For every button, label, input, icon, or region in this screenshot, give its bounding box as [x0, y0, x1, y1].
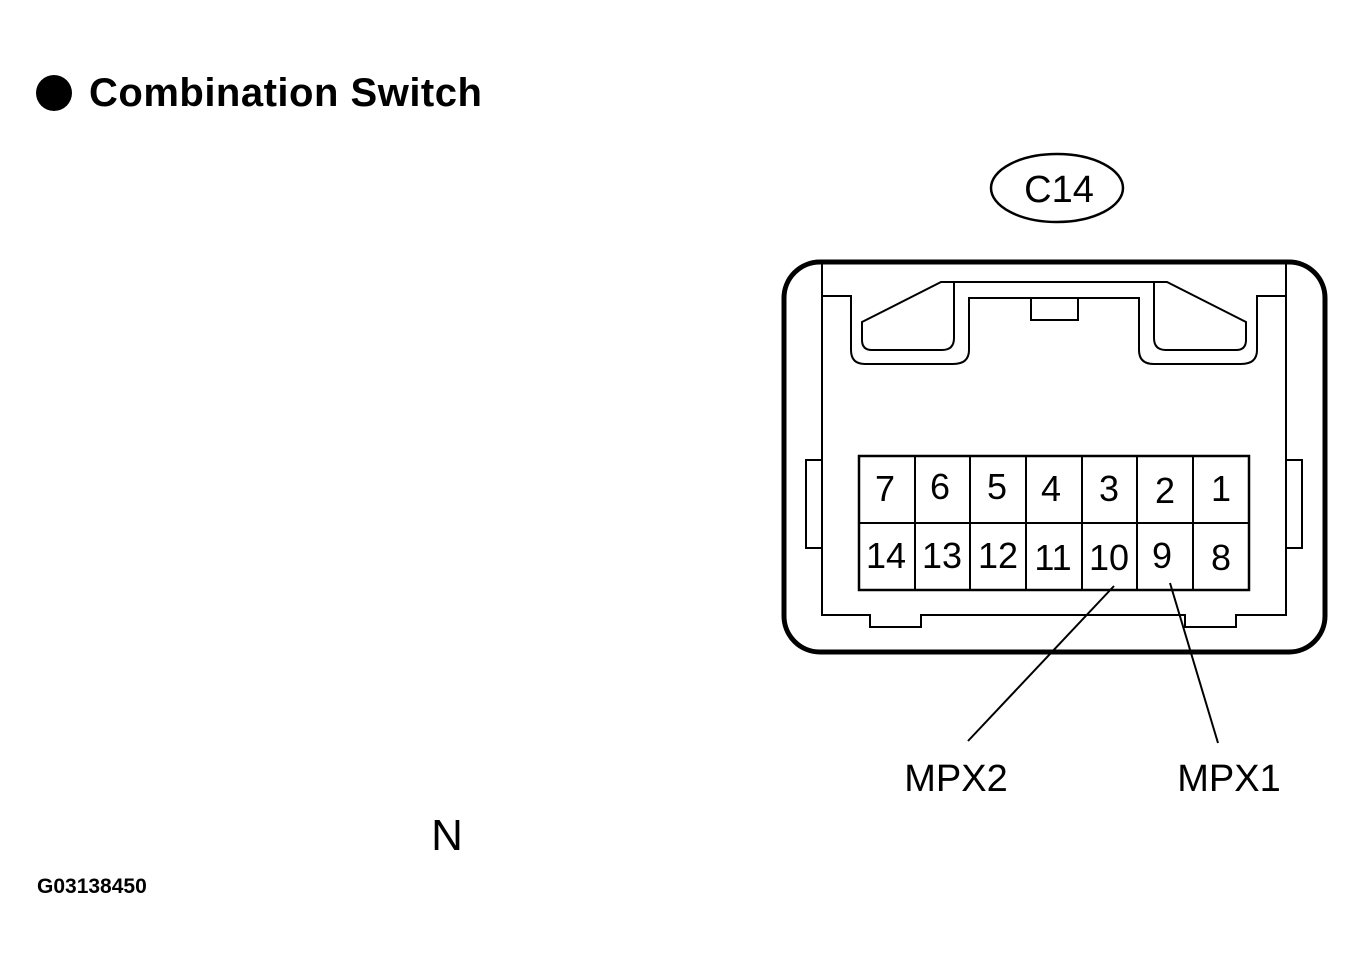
bullet-icon [36, 75, 72, 111]
pin-number: 7 [875, 468, 895, 509]
pin-number: 3 [1099, 468, 1119, 509]
pin-number: 2 [1155, 470, 1175, 511]
pin-number: 13 [922, 535, 962, 576]
pin-number: 1 [1211, 468, 1231, 509]
lock-ramp-left [861, 281, 955, 351]
pin-number: 8 [1211, 537, 1231, 578]
leader-line-mpx1 [1169, 582, 1219, 744]
leader-line-mpx2 [967, 585, 1115, 742]
connector-housing-inner [821, 262, 1287, 628]
title-row: Combination Switch [36, 68, 482, 118]
pin-number: 6 [930, 466, 950, 507]
pin-number: 11 [1034, 537, 1071, 578]
lock-tab [1030, 297, 1079, 321]
signal-label-mpx2: MPX2 [904, 758, 1007, 800]
page-title: Combination Switch [89, 71, 483, 115]
signal-label-mpx1: MPX1 [1177, 758, 1280, 800]
pin-number: 4 [1041, 468, 1061, 509]
connector-housing-outer [781, 259, 1328, 655]
pin-number: 10 [1089, 537, 1129, 578]
figure-code: G03138450 [37, 875, 147, 898]
pin-number: 12 [978, 535, 1018, 576]
connector-id-ellipse [989, 152, 1125, 224]
pin-number: 9 [1152, 535, 1172, 576]
side-latch-right [1285, 459, 1303, 549]
side-latch-left [805, 459, 823, 549]
pin-number: 14 [866, 535, 906, 576]
north-marker: N [431, 811, 463, 860]
pin-number: 5 [987, 466, 1007, 507]
connector-id: C14 [1024, 169, 1094, 211]
lock-ramp-right [1153, 281, 1247, 351]
